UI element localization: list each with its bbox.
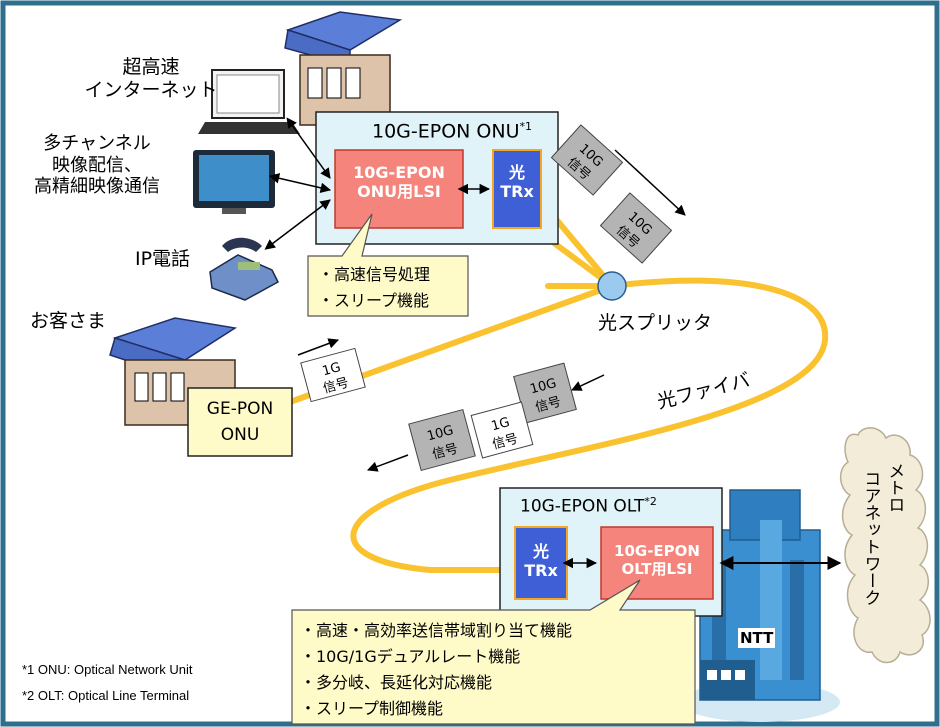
onu-title: 10G-EPON ONU*1 xyxy=(372,120,533,143)
signal-3-speed: 1G xyxy=(321,360,343,379)
signal-4-speed: 10G xyxy=(529,376,559,397)
onu-callout-shape xyxy=(307,213,469,317)
olt-trx-block xyxy=(514,526,568,600)
metro-label-col1: メトロ xyxy=(884,462,905,513)
ntt-label: NTT xyxy=(738,628,776,648)
metro-cloud xyxy=(839,427,931,664)
onu-lsi-block xyxy=(334,149,464,229)
laptop-icon xyxy=(198,69,300,134)
signal-6-speed: 10G xyxy=(426,423,456,444)
gepon-onu-box xyxy=(187,387,293,457)
signal-6-text: 信号 xyxy=(431,441,460,462)
olt-lsi-label: 10G-EPON OLT用LSI xyxy=(614,542,700,578)
splitter-node xyxy=(597,271,627,301)
onu-trx-block xyxy=(492,149,542,229)
metro-label-col2: コアネットワーク xyxy=(860,470,881,606)
splitter-label: 光スプリッタ xyxy=(598,312,713,334)
signal-direction-arrows xyxy=(297,149,686,472)
internet-label: 超高速 インターネット xyxy=(84,56,218,101)
signal-3-text: 信号 xyxy=(321,375,350,396)
ip-phone-label: IP電話 xyxy=(135,248,191,270)
olt-title: 10G-EPON OLT*2 xyxy=(520,495,657,517)
onu-trx-label: 光 TRx xyxy=(500,163,534,202)
signal-5-speed: 1G xyxy=(490,415,512,434)
footnote-onu: *1 ONU: Optical Network Unit xyxy=(22,662,193,677)
olt-trx-label: 光 TRx xyxy=(524,542,558,581)
olt-callout-shape xyxy=(291,579,696,725)
tv-icon xyxy=(193,150,275,214)
olt-lsi-block xyxy=(600,526,714,600)
phone-icon xyxy=(209,237,279,301)
signal-4-text: 信号 xyxy=(534,394,563,415)
onu-callout-text: ・高速信号処理 ・スリープ機能 xyxy=(318,265,431,310)
footnote-olt: *2 OLT: Optical Line Terminal xyxy=(22,688,190,703)
signal-5-text: 信号 xyxy=(491,431,520,452)
olt-callout-text: ・高速・高効率送信帯域割り当て機能 ・10G/1Gデュアルレート機能 ・多分岐、… xyxy=(300,621,573,718)
device-arrows xyxy=(264,117,332,250)
signal-packets: 10G 信号 10G 信号 1G 信号 10G 信号 1G 信号 10G 信号 xyxy=(300,124,673,472)
customer-label: お客さま xyxy=(30,310,107,332)
onu-lsi-label: 10G-EPON ONU用LSI xyxy=(353,163,445,202)
house-top xyxy=(284,11,403,126)
video-label: 多チャンネル 映像配信、 高精細映像通信 xyxy=(34,133,160,198)
gepon-onu-label: GE-PON ONU xyxy=(206,399,274,445)
